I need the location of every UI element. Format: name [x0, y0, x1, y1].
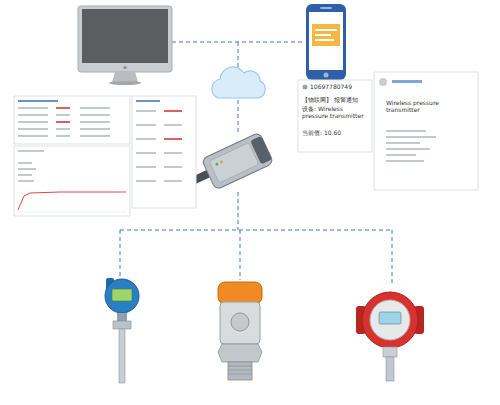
phone-icon [306, 4, 346, 80]
cloud-icon [212, 67, 265, 98]
network-line [120, 42, 392, 286]
screenshot-text: 设备: Wireless pressure transmitter [302, 106, 370, 120]
screenshot-text: 当前值: 10.60 [302, 130, 370, 137]
pressure-transmitter [356, 292, 424, 381]
monitor-icon [78, 6, 172, 85]
gateway-device [183, 132, 273, 198]
radar-level-gauge [218, 282, 262, 380]
screenshot-text: 【物联网】 报警通知 [302, 97, 370, 104]
dashboard-screenshot [14, 96, 196, 216]
screenshot-text: Wireless pressure transmitter [386, 100, 474, 114]
screenshot-text: 10697780749 [310, 84, 370, 91]
sms-screenshot [298, 72, 478, 190]
temperature-transmitter [105, 278, 139, 383]
